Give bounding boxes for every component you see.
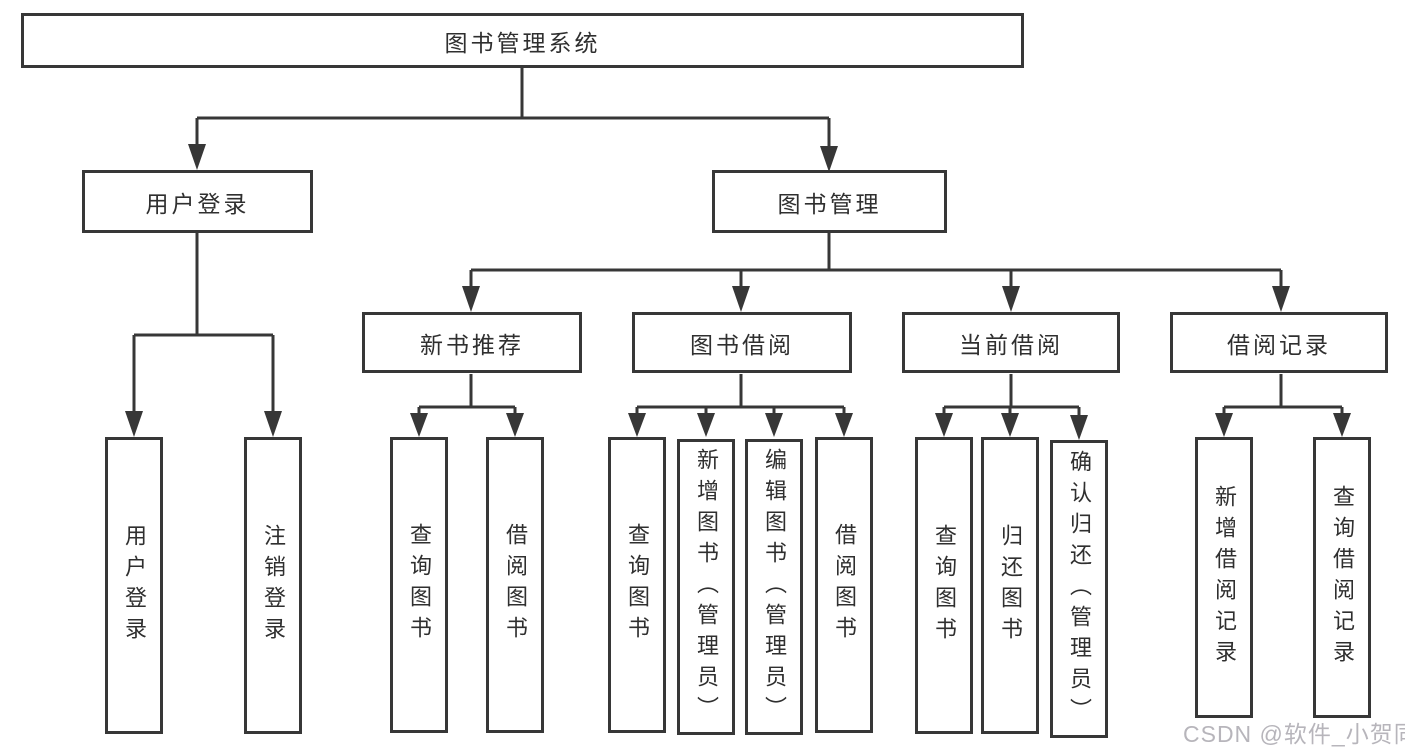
leaf-return-book: 归还图书: [981, 437, 1039, 734]
leaf-return-book-label: 归还图书: [998, 523, 1023, 648]
leaf-edit-book-admin: 编辑图书（管理员）: [745, 439, 803, 735]
connector-new-book-branch: [417, 374, 517, 415]
leaf-user-login-label: 用户登录: [122, 523, 147, 648]
connector-root-to-level2: [195, 68, 831, 148]
node-current-borrow: 当前借阅: [902, 312, 1120, 373]
node-borrow-records-label: 借阅记录: [1227, 331, 1331, 358]
leaf-query-borrow-record-label: 查询借阅记录: [1330, 484, 1355, 671]
leaf-query-books-borrow: 查询图书: [608, 437, 666, 733]
connector-book-borrow-branch: [635, 374, 846, 415]
node-book-borrow-label: 图书借阅: [690, 331, 794, 358]
connector-book-mgmt-to-level3: [469, 233, 1283, 288]
node-new-book-recommend: 新书推荐: [362, 312, 582, 373]
leaf-edit-book-admin-label: 编辑图书（管理员）: [762, 447, 787, 727]
node-root: 图书管理系统: [21, 13, 1024, 68]
leaf-borrow-books-recommend-label: 借阅图书: [503, 523, 528, 647]
leaf-query-books-current: 查询图书: [915, 437, 973, 734]
leaf-query-borrow-record: 查询借阅记录: [1313, 437, 1371, 718]
leaf-borrow-books: 借阅图书: [815, 437, 873, 733]
node-user-login-label: 用户登录: [145, 190, 250, 217]
leaf-add-book-admin: 新增图书（管理员）: [677, 439, 735, 735]
leaf-borrow-books-recommend: 借阅图书: [486, 437, 544, 733]
node-book-management: 图书管理: [712, 170, 947, 233]
leaf-user-login: 用户登录: [105, 437, 163, 734]
leaf-query-books-recommend: 查询图书: [390, 437, 448, 733]
connector-borrow-records-branch: [1222, 374, 1344, 415]
node-current-borrow-label: 当前借阅: [959, 331, 1063, 358]
connector-current-borrow-branch: [942, 374, 1081, 417]
node-book-borrow: 图书借阅: [632, 312, 852, 373]
connector-user-login-branch: [132, 233, 275, 413]
leaf-confirm-return-admin: 确认归还（管理员）: [1050, 440, 1108, 738]
leaf-add-borrow-record-label: 新增借阅记录: [1212, 484, 1237, 671]
leaf-add-book-admin-label: 新增图书（管理员）: [694, 447, 719, 727]
leaf-confirm-return-admin-label: 确认归还（管理员）: [1067, 449, 1092, 729]
node-borrow-records: 借阅记录: [1170, 312, 1388, 373]
node-root-label: 图书管理系统: [444, 29, 601, 56]
leaf-borrow-books-label: 借阅图书: [832, 523, 857, 647]
leaf-query-books-borrow-label: 查询图书: [625, 523, 650, 647]
leaf-query-books-current-label: 查询图书: [932, 523, 957, 648]
leaf-logout: 注销登录: [244, 437, 302, 734]
leaf-logout-label: 注销登录: [261, 523, 286, 648]
node-new-book-recommend-label: 新书推荐: [420, 331, 524, 358]
leaf-query-books-recommend-label: 查询图书: [407, 523, 432, 647]
node-book-management-label: 图书管理: [777, 190, 882, 217]
watermark-text: CSDN @软件_小贺同学: [1183, 721, 1405, 747]
node-user-login: 用户登录: [82, 170, 313, 233]
leaf-add-borrow-record: 新增借阅记录: [1195, 437, 1253, 718]
